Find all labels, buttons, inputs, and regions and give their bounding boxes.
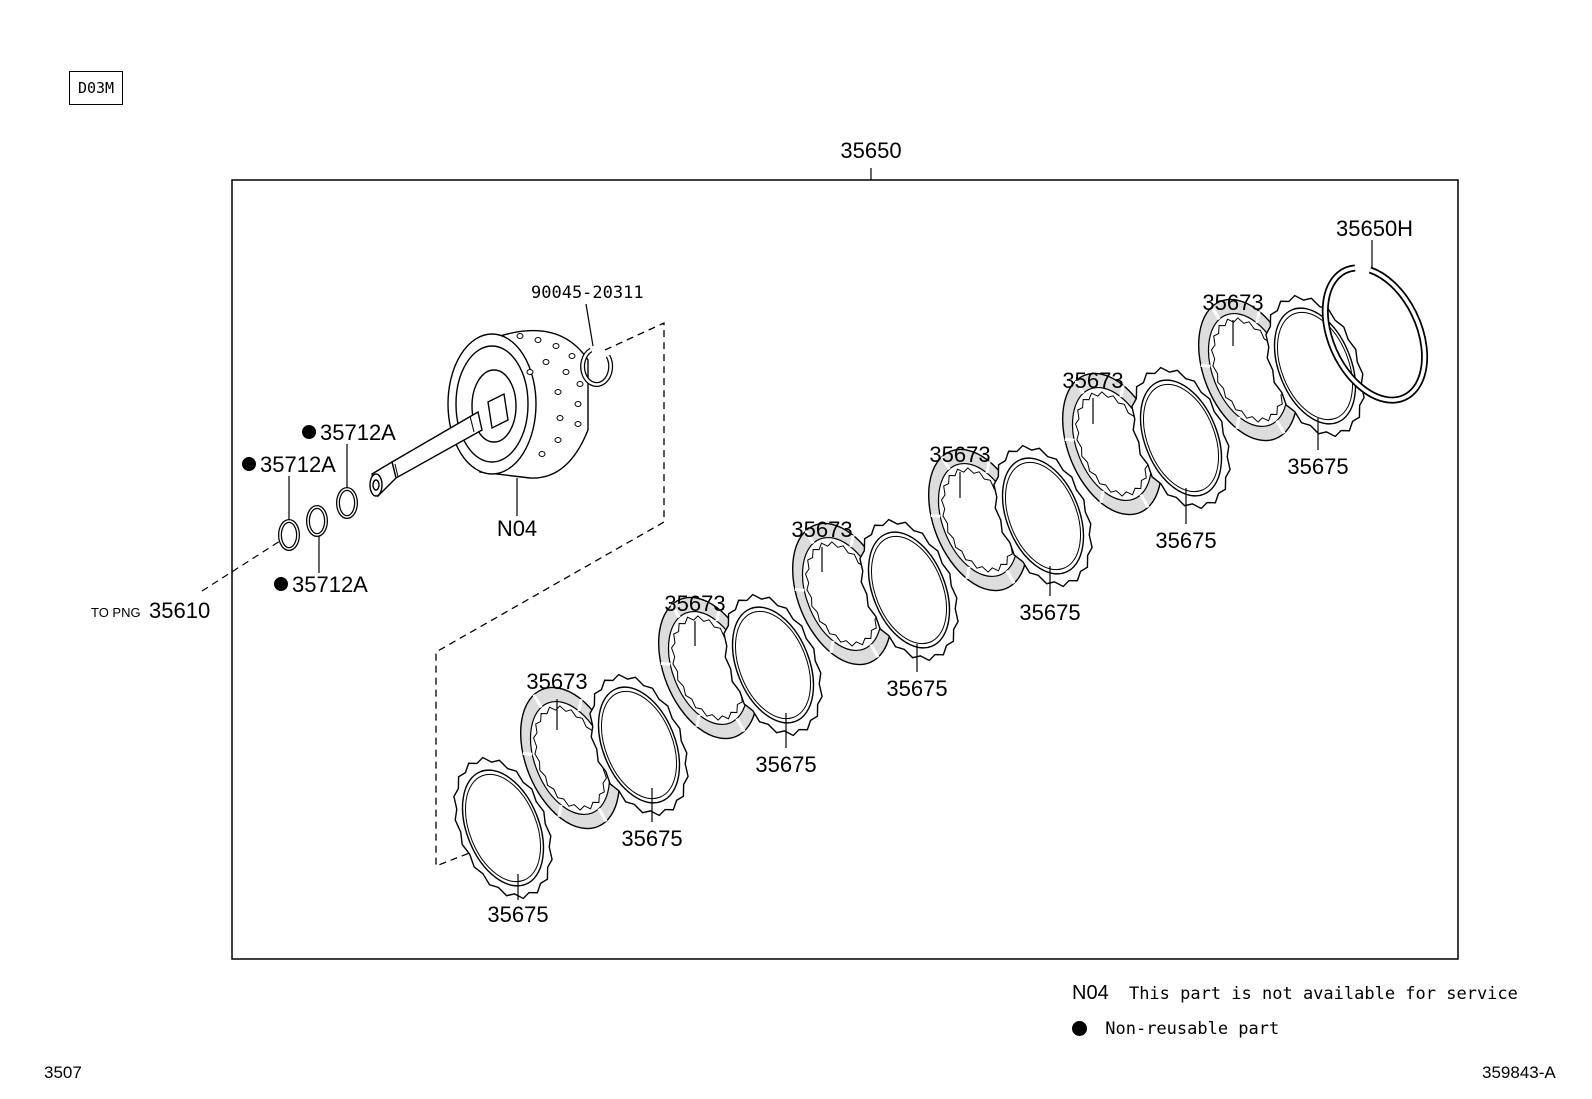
plate-label: 35673 bbox=[526, 669, 587, 694]
clutch-disc bbox=[723, 593, 823, 737]
large-snap-ring bbox=[1321, 264, 1429, 404]
large-snap-ring-label: 35650H bbox=[1336, 216, 1413, 241]
footer-right: 359843-A bbox=[1482, 1063, 1556, 1082]
disc-label: 35675 bbox=[1287, 454, 1348, 479]
disc-label: 35675 bbox=[487, 902, 548, 927]
clutch-disc bbox=[859, 518, 959, 662]
clutch-disc bbox=[453, 756, 553, 900]
non-reusable-dot bbox=[302, 425, 316, 439]
legend-n04-text: This part is not available for service bbox=[1128, 984, 1518, 1004]
legend-dot: Non-reusable part bbox=[1072, 1019, 1279, 1039]
non-reusable-dot bbox=[274, 577, 288, 591]
legend-n04: N04 This part is not available for servi… bbox=[1072, 982, 1518, 1005]
plate-label: 35673 bbox=[929, 442, 990, 467]
disc-label: 35675 bbox=[755, 752, 816, 777]
part-labels: 35675 35673 35675 35673 35675 35673 35675 35673… bbox=[487, 290, 1348, 927]
clutch-disc bbox=[589, 673, 689, 817]
assembly-label: 35650 bbox=[840, 138, 901, 163]
disc-label: 35675 bbox=[1019, 600, 1080, 625]
seal-ring-label-2: 35712A bbox=[260, 452, 336, 477]
non-reusable-dot-icon bbox=[1072, 1021, 1087, 1036]
page-tag: D03M bbox=[69, 71, 123, 105]
seal-ring-label-1: 35712A bbox=[320, 420, 396, 445]
clutch-disc bbox=[1265, 294, 1365, 438]
disc-label: 35675 bbox=[886, 676, 947, 701]
clutch-disc bbox=[993, 444, 1093, 588]
assembly-frame bbox=[231, 179, 1459, 960]
disc-label: 35675 bbox=[621, 826, 682, 851]
disc-label: 35675 bbox=[1155, 528, 1216, 553]
to-png-ref: 35610 bbox=[149, 598, 210, 623]
legend-dot-text: Non-reusable part bbox=[1105, 1019, 1280, 1039]
clutch-disc bbox=[1131, 366, 1231, 510]
plate-label: 35673 bbox=[791, 517, 852, 542]
seal-ring-b bbox=[306, 505, 328, 537]
drum-label: N04 bbox=[497, 516, 537, 541]
seal-ring-c bbox=[278, 519, 300, 551]
to-png-prefix: TO PNG bbox=[91, 605, 141, 620]
to-png-leader bbox=[201, 540, 281, 592]
clutch-pack bbox=[453, 294, 1365, 900]
plate-label: 35673 bbox=[1202, 290, 1263, 315]
dashed-region bbox=[435, 321, 665, 867]
legend-n04-code: N04 bbox=[1072, 982, 1109, 1004]
plate-label: 35673 bbox=[1062, 368, 1123, 393]
footer-left: 3507 bbox=[44, 1063, 82, 1082]
small-snap-ring-label: 90045-20311 bbox=[531, 283, 644, 303]
seal-ring-a bbox=[336, 487, 358, 519]
plate-label: 35673 bbox=[664, 591, 725, 616]
seal-ring-label-3: 35712A bbox=[292, 572, 368, 597]
non-reusable-dot bbox=[242, 457, 256, 471]
clutch-drum bbox=[369, 329, 589, 498]
